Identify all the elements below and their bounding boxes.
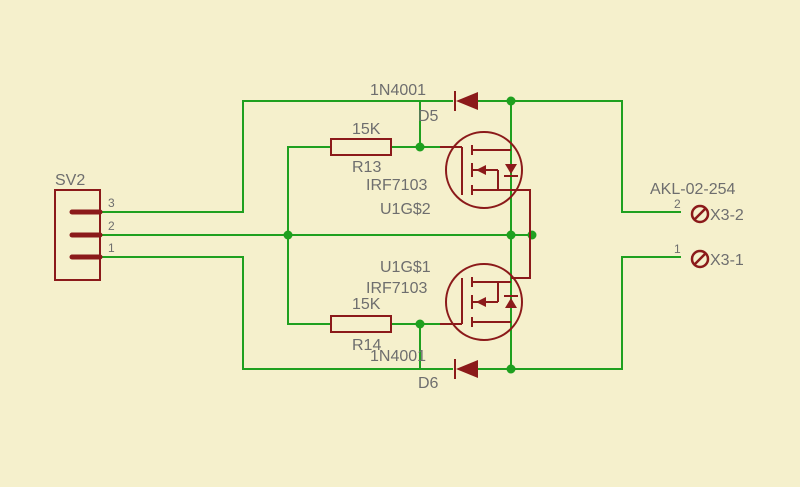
resistor-r13: 15K R13 xyxy=(330,121,392,176)
junction-dot xyxy=(506,230,516,240)
terminal-pin-label: X3-2 xyxy=(710,207,744,224)
diode-d5-value: 1N4001 xyxy=(370,82,426,99)
connector-pin-number: 2 xyxy=(108,219,115,233)
mosfet-body-diode xyxy=(505,164,517,174)
junction-dot xyxy=(283,230,293,240)
net-pin1 xyxy=(99,256,446,370)
diode-triangle xyxy=(456,92,478,110)
mosfet-body-diode xyxy=(505,298,517,308)
terminal-pin-number: 2 xyxy=(674,197,681,211)
mosfet-u1g2: IRF7103 U1G$2 xyxy=(366,131,531,279)
resistor-r14-value: 15K xyxy=(352,296,381,313)
diode-d5: 1N4001 D5 xyxy=(370,82,478,125)
diode-triangle xyxy=(456,360,478,378)
terminal-screw-slot xyxy=(693,207,707,221)
diode-d5-ref: D5 xyxy=(418,108,439,125)
mosfet-u1g1: U1G$1 IRF7103 xyxy=(366,259,523,341)
diode-d6-ref: D6 xyxy=(418,375,439,392)
net-pin3 xyxy=(99,100,446,213)
resistor-r14: 15K R14 xyxy=(330,296,392,354)
junction-dot xyxy=(506,364,516,374)
junction-dot xyxy=(415,319,425,329)
terminal-screw-icon xyxy=(690,204,710,224)
mosfet-arrow xyxy=(476,297,486,307)
connector-sv2: SV2 3 2 1 xyxy=(54,172,115,281)
resistor-r14-ref: R14 xyxy=(352,337,381,354)
net-top-rail xyxy=(477,100,681,213)
terminal-name: AKL-02-254 xyxy=(650,181,735,198)
mosfet-body xyxy=(445,131,523,209)
resistor-r13-value: 15K xyxy=(352,121,381,138)
connector-name: SV2 xyxy=(55,172,85,189)
mosfet-body xyxy=(445,263,523,341)
terminal-akl: AKL-02-254 2 X3-2 1 X3-1 xyxy=(650,181,744,269)
connector-pin-number: 1 xyxy=(108,241,115,255)
mosfet-source-link xyxy=(511,189,531,279)
junction-dot xyxy=(415,142,425,152)
terminal-screw-slot xyxy=(693,252,707,266)
diode-d6: 1N4001 D6 xyxy=(370,348,478,392)
diode-d6-value: 1N4001 xyxy=(370,348,426,365)
net-bottom-rail xyxy=(477,256,681,370)
terminal-pin-number: 1 xyxy=(674,242,681,256)
terminal-screw-icon xyxy=(690,249,710,269)
resistor-body xyxy=(330,315,392,333)
resistor-r13-ref: R13 xyxy=(352,159,381,176)
mosfet-u1g2-ref: U1G$2 xyxy=(380,201,431,218)
mosfet-u1g1-part: IRF7103 xyxy=(366,280,427,297)
junction-dot xyxy=(527,230,537,240)
connector-pin-number: 3 xyxy=(108,196,115,210)
terminal-pin-label: X3-1 xyxy=(710,252,744,269)
junction-dot xyxy=(506,96,516,106)
mosfet-arrow xyxy=(476,165,486,175)
mosfet-u1g1-ref: U1G$1 xyxy=(380,259,431,276)
resistor-body xyxy=(330,138,392,156)
mosfet-u1g2-part: IRF7103 xyxy=(366,177,427,194)
